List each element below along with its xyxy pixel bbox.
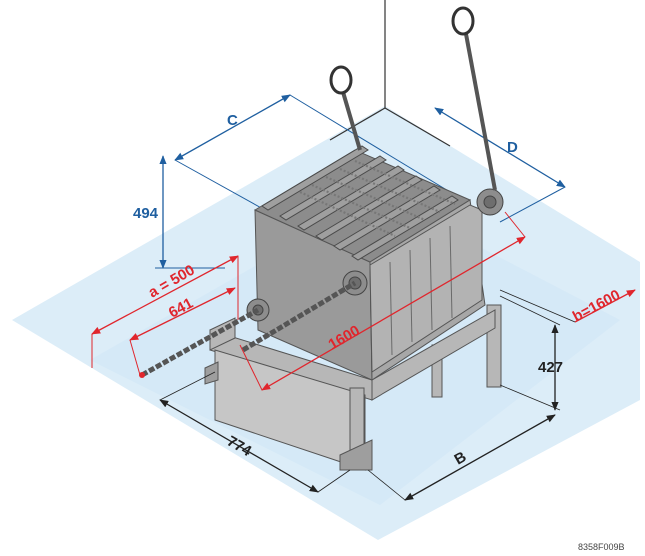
- cleaning-rod-lower: [139, 307, 260, 378]
- rear-flange: [476, 188, 504, 216]
- lifting-handle-left: [329, 65, 362, 151]
- dimension-427-label: 427: [538, 359, 563, 376]
- dimension-427: 427: [499, 295, 563, 411]
- figure-code: 8358F009B: [578, 542, 625, 552]
- dimension-494-label: 494: [133, 205, 159, 222]
- boiler-sections: [261, 145, 459, 261]
- dimension-b: B: [367, 414, 556, 501]
- dimension-d: D: [434, 107, 566, 223]
- boiler-fins: [299, 159, 456, 237]
- dimension-c-label: C: [227, 112, 238, 129]
- dimension-c: C: [174, 94, 456, 211]
- lifting-handle-right: [451, 6, 497, 191]
- dimension-d-label: D: [507, 139, 518, 156]
